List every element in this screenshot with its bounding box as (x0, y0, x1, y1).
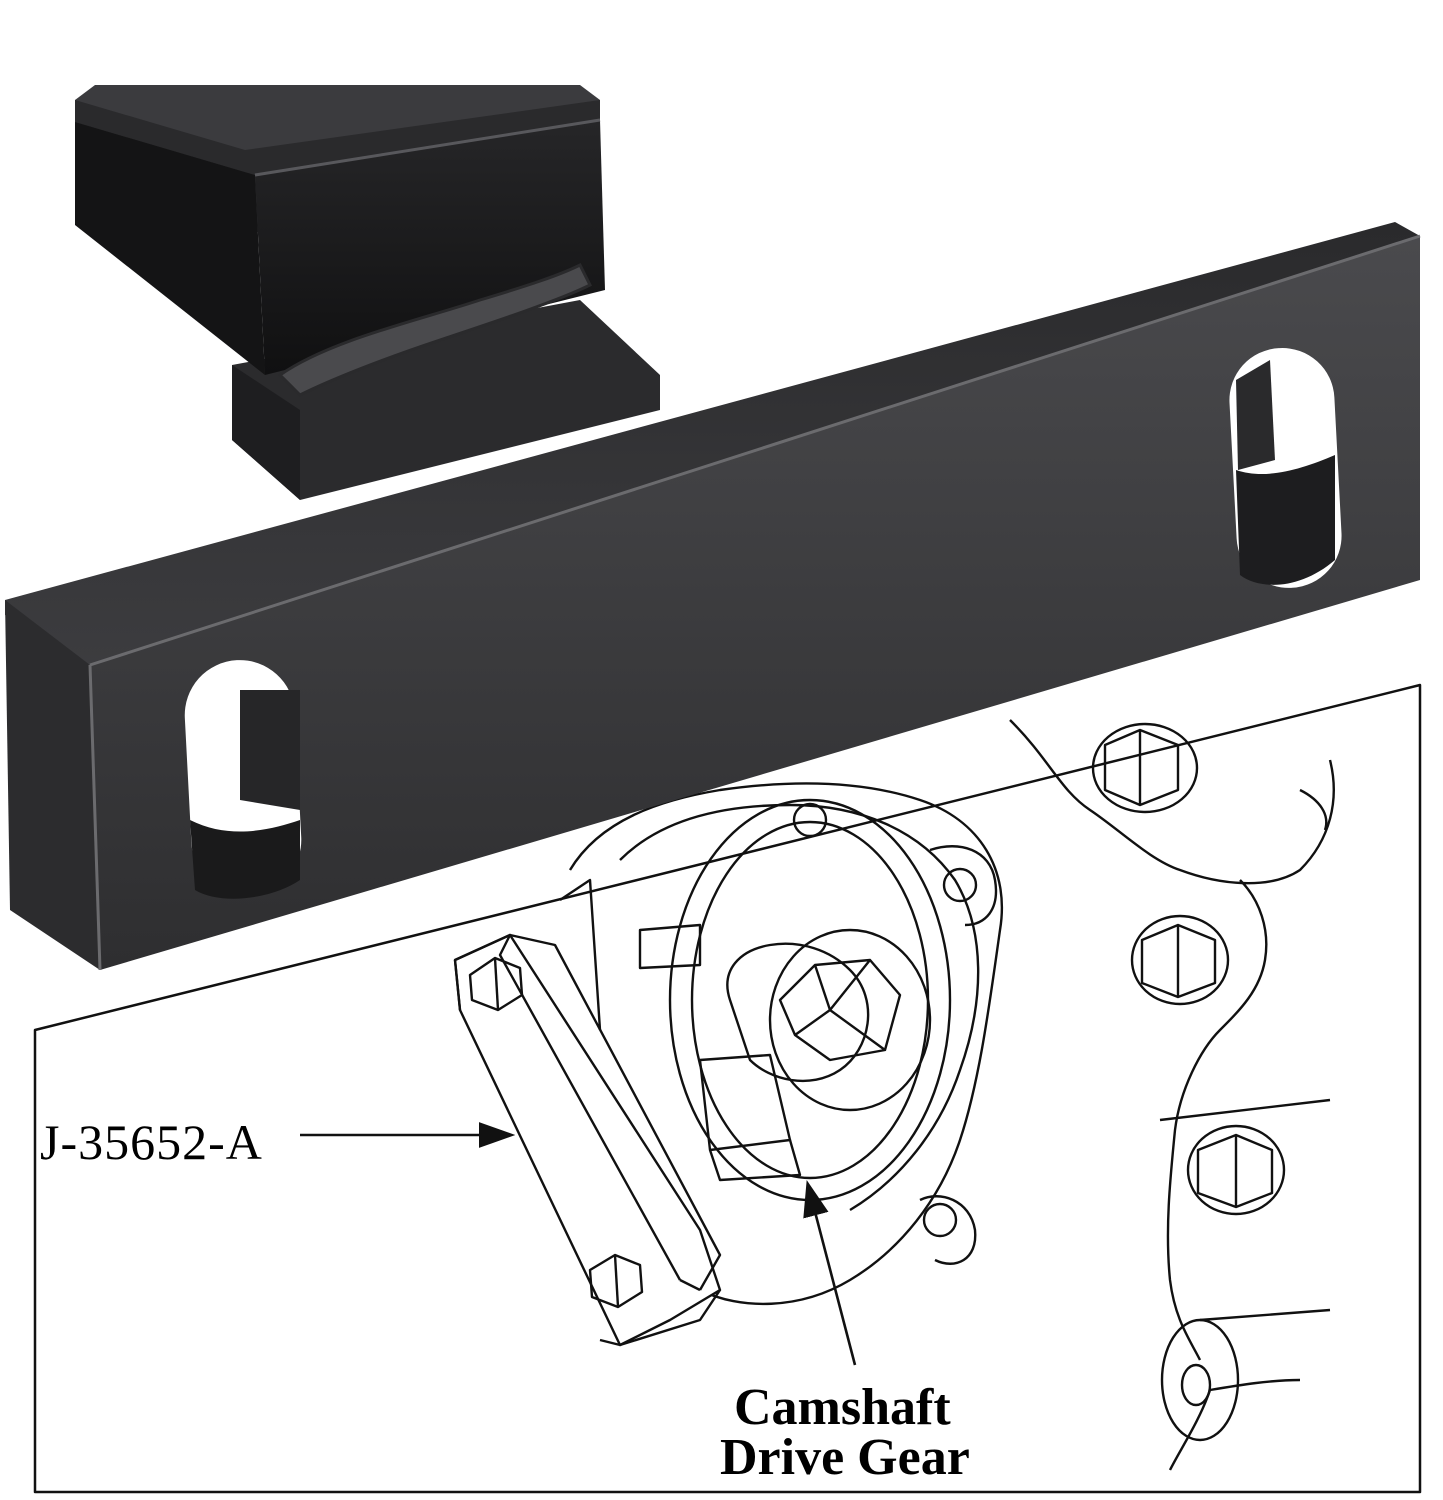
block-bolt-1 (1091, 722, 1199, 814)
part-number-label: J-35652-A (40, 1114, 263, 1170)
weld-bead (277, 262, 593, 397)
tool-slot-right (1229, 348, 1342, 588)
tool-photo (5, 85, 1421, 971)
block-bolt-2 (1130, 914, 1230, 1006)
block-washer (1160, 1318, 1240, 1442)
engine-line-drawing (33, 683, 1422, 1494)
drawing-frame (33, 683, 1422, 1494)
camshaft-gear-housing (559, 782, 1004, 1306)
drive-gear-label: Drive Gear (720, 1429, 970, 1486)
gear-label-arrow (803, 1179, 857, 1366)
tool-bar-front (90, 236, 1420, 970)
camshaft-label: Camshaft (734, 1379, 951, 1436)
tool-slot-left (184, 660, 302, 899)
block-bolt-3 (1186, 1124, 1286, 1216)
tool-bar-end (5, 600, 100, 970)
tool-bar-top (5, 222, 1420, 665)
engine-block-outline (1009, 719, 1335, 885)
drawing-tool-bar (453, 933, 722, 1347)
